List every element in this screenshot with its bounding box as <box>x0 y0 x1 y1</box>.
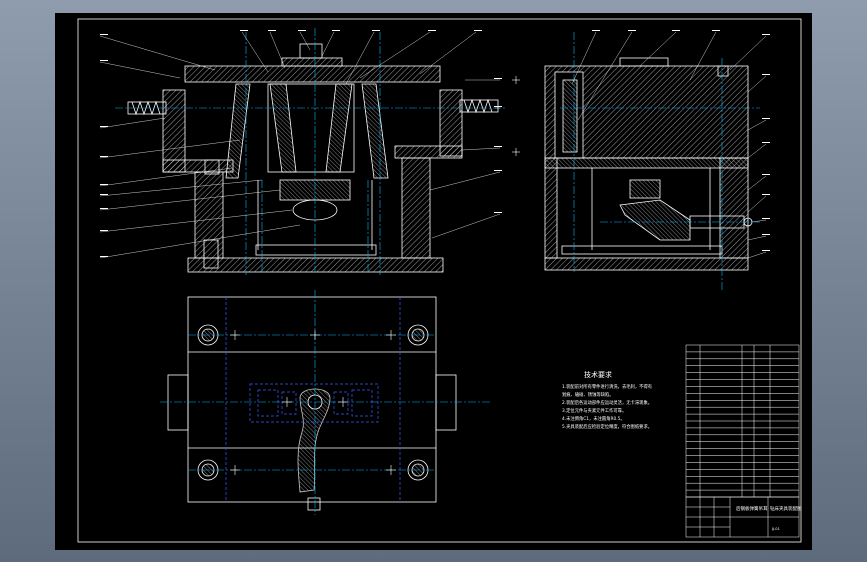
tech-req-line: 5.夹具装配后应检验定位精度，符合图纸要求。 <box>562 423 652 430</box>
side-right-column <box>719 157 749 259</box>
front-left-screw <box>127 101 167 115</box>
plan-cross-marks <box>230 330 396 475</box>
side-view-centerlines <box>560 32 760 290</box>
side-view <box>544 57 753 271</box>
parts-list <box>685 344 800 498</box>
front-left-column <box>194 171 224 259</box>
side-left-column <box>544 157 558 259</box>
front-view <box>127 43 499 273</box>
tech-req-line: 3.定位元件与夹紧元件工作可靠。 <box>562 407 626 414</box>
front-base-plate <box>187 257 444 273</box>
front-view-callout-ticks <box>100 30 502 257</box>
side-view-callout-ticks <box>592 30 770 251</box>
tech-req-line: 1.装配前对所有零件进行清洗，去毛刺，不得有 <box>562 383 653 390</box>
center-marks <box>512 76 520 156</box>
title-block-drawing-number: JJ-01 <box>771 527 780 531</box>
title-block <box>685 496 800 538</box>
front-view-centerlines <box>115 28 505 275</box>
drawing-border <box>77 18 802 543</box>
title-block-drawing-name: 后钢板弹簧吊耳 <box>736 505 768 512</box>
tech-req-line: 2.装配后各运动部件应运动灵活，无卡滞现象。 <box>562 399 652 406</box>
tech-req-title: 技术要求 <box>584 370 612 379</box>
tech-req-line: 4.未注倒角C1，未注圆角R0.5。 <box>562 415 625 422</box>
technical-requirements: 技术要求 1.装配前对所有零件进行清洗，去毛刺，不得有 划痕、磕碰、锈蚀等缺陷。… <box>562 370 653 430</box>
plan-view <box>167 296 457 511</box>
side-base-plate <box>544 257 749 271</box>
front-drill-plate <box>184 65 441 83</box>
plan-hidden-lines <box>225 297 401 502</box>
plan-workpiece <box>297 388 331 493</box>
front-view-leaders <box>99 31 501 259</box>
title-block-designation: 钻床夹具装配图 <box>770 505 802 512</box>
side-view-leaders <box>571 31 767 259</box>
tech-req-line: 划痕、磕碰、锈蚀等缺陷。 <box>562 391 614 398</box>
front-right-column <box>401 157 431 259</box>
